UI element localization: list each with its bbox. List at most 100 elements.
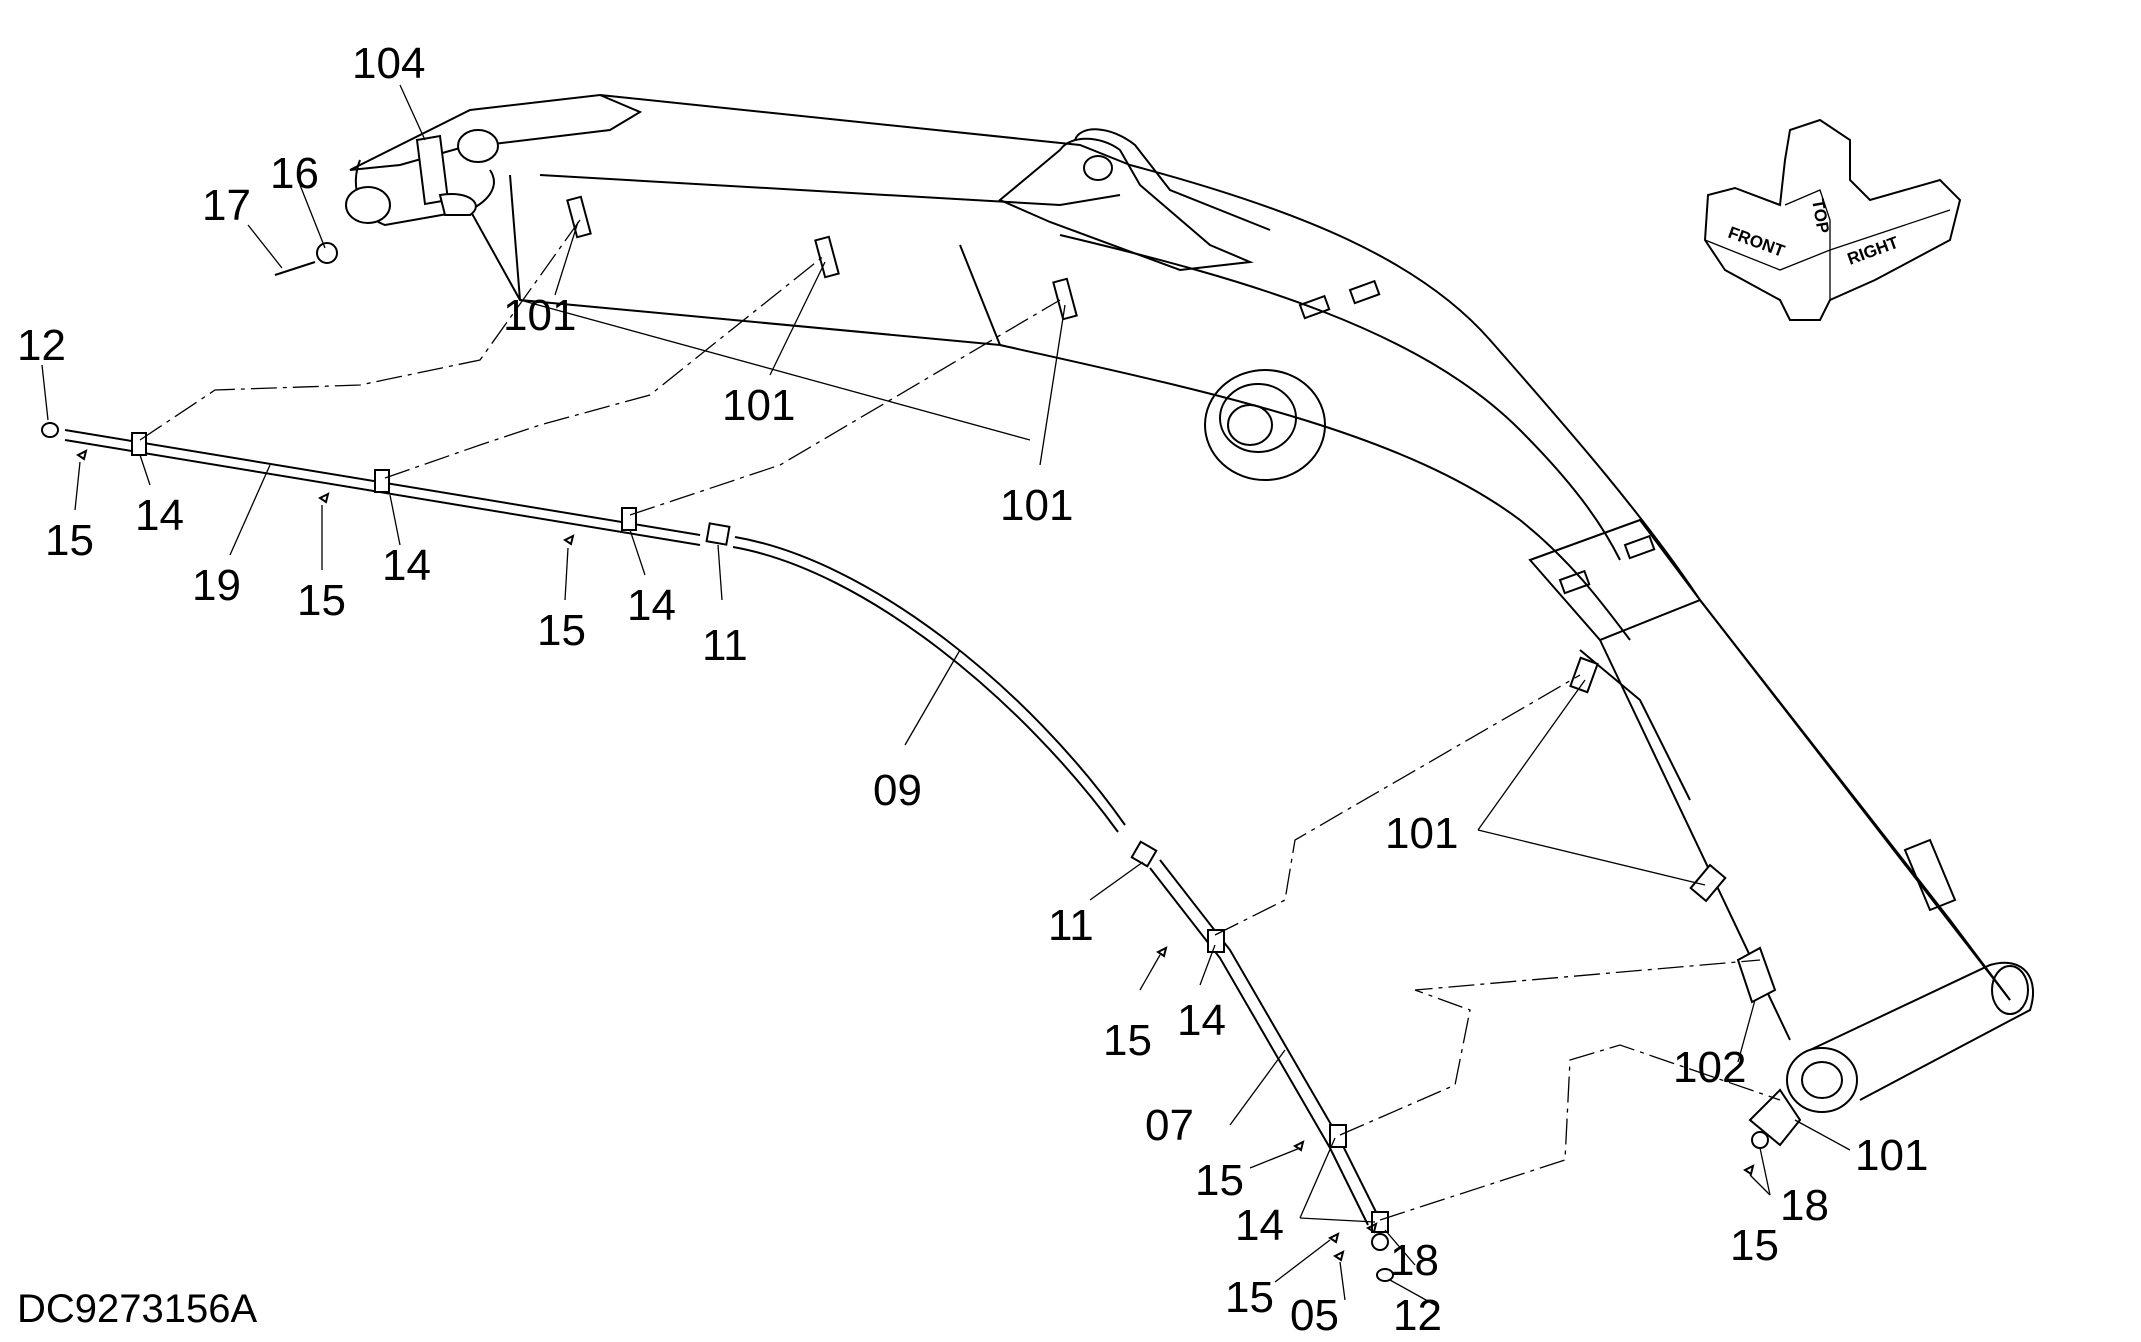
leader <box>299 184 326 249</box>
callout-label: 09 <box>873 766 922 815</box>
leader <box>1794 1119 1851 1151</box>
boom-foot-box <box>469 209 1002 347</box>
install-line <box>384 254 826 479</box>
boom-side-seam <box>519 299 1031 441</box>
leader <box>1249 1147 1301 1169</box>
callout-label: 101 <box>1385 809 1458 858</box>
document-id: DC9273156A <box>17 1287 257 1331</box>
boom-nose-tube <box>1809 961 2035 1101</box>
leader <box>1039 304 1066 466</box>
leader <box>74 461 81 511</box>
bracket-104-foot <box>438 193 477 216</box>
callout-label: 14 <box>382 541 431 590</box>
boom-foot-lug-lower <box>354 159 495 227</box>
washer-18 <box>1371 1233 1389 1251</box>
leader <box>629 529 646 576</box>
body-bracket <box>1903 838 1957 912</box>
callout-label: 102 <box>1673 1043 1746 1092</box>
boom-side-curve <box>1059 234 1621 561</box>
callout-label: 15 <box>297 576 346 625</box>
bolt-15 <box>1328 1232 1340 1244</box>
clamp-14 <box>1207 929 1225 953</box>
bolt-15 <box>318 492 330 504</box>
bolt-05 <box>1333 1250 1345 1262</box>
orientation-right-label: RIGHT <box>1845 233 1902 269</box>
callout-label: 14 <box>1235 1201 1284 1250</box>
cylinder-bracket-hole <box>1083 155 1113 181</box>
leader <box>1749 1174 1771 1196</box>
callout-label: 12 <box>17 321 66 370</box>
install-line <box>629 299 1061 516</box>
bolt-15 <box>76 449 88 461</box>
callouts: 104 16 17 12 101 101 101 15 14 19 15 14 … <box>17 39 1928 1340</box>
pipe-07-edge <box>1149 867 1369 1226</box>
callout-label: 07 <box>1145 1101 1194 1150</box>
boom-center-boss-outer <box>1204 369 1326 481</box>
joint-11-bottom <box>1130 840 1158 868</box>
orientation-arrow-ridge <box>1784 189 1831 300</box>
callout-label: 104 <box>352 39 425 88</box>
callout-label: 101 <box>1855 1131 1928 1180</box>
orientation-arrow-outline <box>1703 118 1962 321</box>
leader <box>1477 829 1706 886</box>
bracket-101 <box>814 235 840 279</box>
plug-12-bottom <box>1376 1268 1394 1282</box>
callout-label: 17 <box>202 181 251 230</box>
callout-label: 15 <box>1103 1016 1152 1065</box>
callout-label: 05 <box>1290 1291 1339 1340</box>
callout-label: 15 <box>45 516 94 565</box>
callout-label: 15 <box>537 606 586 655</box>
leader-lines <box>41 84 1851 1306</box>
arm-upper-edge <box>1699 599 2011 1001</box>
leader <box>554 221 579 296</box>
leader <box>389 494 401 546</box>
leader <box>1759 1147 1771 1196</box>
leader <box>717 544 723 601</box>
leader <box>769 261 826 376</box>
boom-foot-lug-upper <box>349 93 643 171</box>
boom-top-plate-edge <box>599 94 1131 166</box>
leader <box>1339 1261 1346 1301</box>
bolt-15 <box>563 534 575 546</box>
orientation-arrow-base <box>1704 209 1951 271</box>
plug-12-top <box>41 422 59 438</box>
boom-center-boss-inner <box>1219 383 1297 453</box>
washer-18 <box>1751 1131 1769 1149</box>
body-pad <box>1558 569 1591 595</box>
boom-center-bore <box>1227 404 1273 446</box>
leader <box>1299 1137 1336 1219</box>
leader <box>41 364 49 421</box>
clamp-14 <box>621 507 637 531</box>
cylinder-bracket-rear <box>1074 128 1271 231</box>
callout-label: 15 <box>1225 1273 1274 1322</box>
orientation-top-label: TOP <box>1808 197 1833 234</box>
leader <box>1139 954 1161 991</box>
bracket-101 <box>1052 277 1078 321</box>
leader <box>1199 944 1216 986</box>
callout-label: 101 <box>503 291 576 340</box>
boom-foot-pin-hole-right <box>457 129 499 163</box>
cylinder-bracket <box>998 137 1254 272</box>
clamp-14 <box>374 469 390 493</box>
callout-label: 14 <box>1177 996 1226 1045</box>
bracket-101-lower <box>1748 1088 1802 1147</box>
boom-nose-pin-boss <box>1786 1047 1858 1113</box>
boom-lower-curve <box>999 344 1631 641</box>
joint-11-top <box>705 522 731 546</box>
callout-label: 12 <box>1393 1291 1442 1340</box>
install-line <box>1379 1044 1781 1221</box>
boom-nose-bore <box>1801 1061 1843 1099</box>
boom-upper-curve <box>1129 164 2011 1001</box>
bracket-101 <box>1689 863 1727 903</box>
leader <box>399 84 426 141</box>
callout-label: 11 <box>702 621 748 670</box>
leader <box>1737 999 1756 1063</box>
leader <box>1229 1049 1286 1126</box>
boom-nose-end-cap <box>1991 965 2029 1015</box>
leader <box>1089 861 1144 901</box>
install-line <box>1214 674 1581 936</box>
callout-label: 16 <box>270 149 319 198</box>
callout-label: 18 <box>1390 1236 1439 1285</box>
